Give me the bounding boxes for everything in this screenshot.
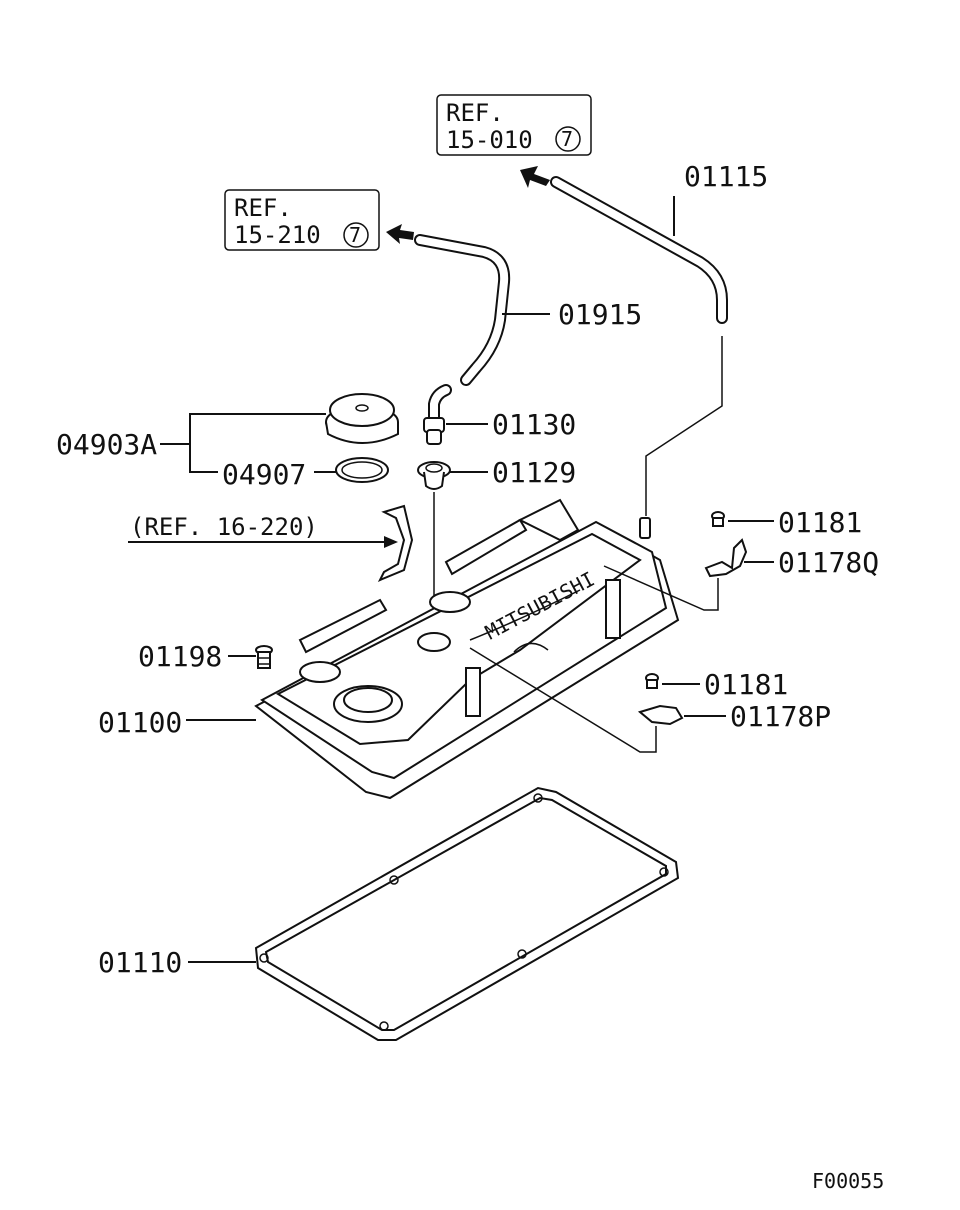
part-label-01129: 01129 bbox=[492, 456, 576, 489]
part-label-01181-upper: 01181 bbox=[778, 506, 862, 539]
ref-circled-number: 7 bbox=[561, 127, 573, 151]
bolt-01181-lower[interactable] bbox=[645, 673, 659, 689]
ref-circled-number: 7 bbox=[349, 223, 361, 247]
hose-01115[interactable] bbox=[550, 176, 728, 324]
part-label-04903A: 04903A bbox=[56, 428, 157, 461]
part-label-01178P: 01178P bbox=[730, 700, 831, 733]
grommet[interactable] bbox=[417, 461, 451, 490]
pcv-valve[interactable] bbox=[423, 384, 452, 445]
reference-16-220[interactable]: (REF. 16-220) bbox=[130, 513, 318, 541]
part-label-01198: 01198 bbox=[138, 640, 222, 673]
cap-gasket[interactable] bbox=[335, 457, 389, 483]
figure-code: F00055 bbox=[812, 1169, 884, 1193]
ref-line2: 15-210 bbox=[234, 221, 321, 249]
part-label-04907: 04907 bbox=[222, 458, 306, 491]
arrow-icon bbox=[386, 224, 414, 244]
rocker-cover[interactable]: MITSUBISHI bbox=[254, 498, 680, 800]
part-label-01100: 01100 bbox=[98, 706, 182, 739]
part-label-01115: 01115 bbox=[684, 160, 768, 193]
part-label-01130: 01130 bbox=[492, 408, 576, 441]
oil-filler-cap[interactable] bbox=[325, 393, 399, 444]
hose-01915[interactable] bbox=[414, 234, 511, 386]
ref-line1: REF. bbox=[234, 194, 292, 222]
clamp-01178Q[interactable] bbox=[704, 538, 748, 578]
bolt-01181-upper[interactable] bbox=[711, 511, 725, 527]
clamp-01178P[interactable] bbox=[637, 704, 684, 726]
part-label-01110: 01110 bbox=[98, 946, 182, 979]
rocker-cover-gasket[interactable] bbox=[254, 786, 680, 1041]
reference-box-15-210[interactable]: REF. 15-210 7 bbox=[224, 189, 380, 251]
ref-line2: 15-010 bbox=[446, 126, 533, 154]
ref-line1: REF. bbox=[446, 99, 504, 127]
bolt-01198[interactable] bbox=[255, 645, 273, 669]
part-label-01178Q: 01178Q bbox=[778, 546, 879, 579]
arrow-icon bbox=[520, 166, 550, 188]
part-label-01915: 01915 bbox=[558, 298, 642, 331]
bracket-16-220 bbox=[377, 504, 414, 582]
part-label-01181-lower: 01181 bbox=[704, 668, 788, 701]
reference-box-15-010[interactable]: REF. 15-010 7 bbox=[436, 94, 592, 156]
